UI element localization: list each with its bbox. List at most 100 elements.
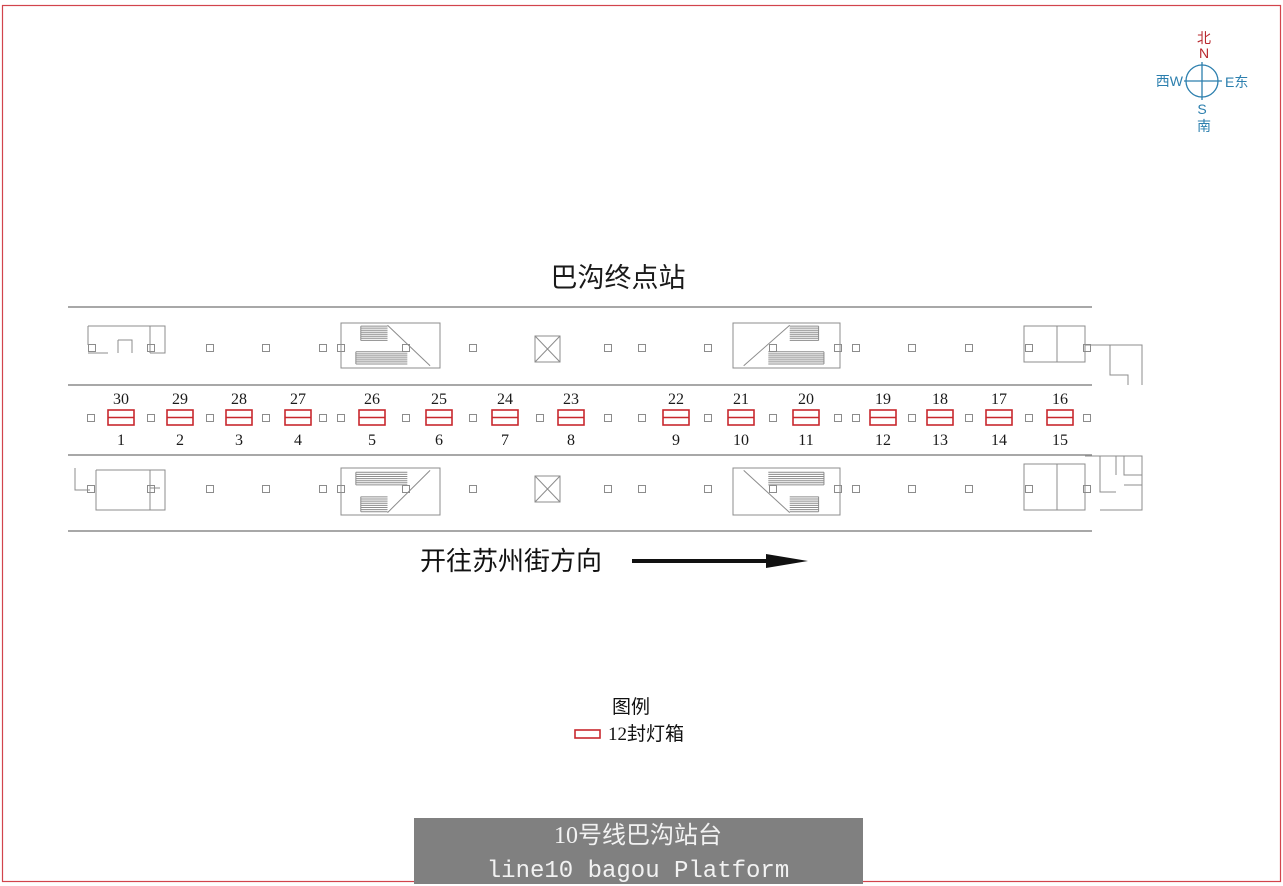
column-marker — [965, 344, 973, 352]
compass-south-cn: 南 — [1197, 118, 1211, 134]
column-marker — [536, 414, 544, 422]
lightbox-4: 274 — [284, 391, 312, 449]
arrow-right-icon — [632, 554, 808, 568]
column-marker — [147, 414, 155, 422]
legend: 图例 12封灯箱 — [574, 696, 684, 745]
shaft-south — [534, 475, 561, 503]
column-marker — [704, 485, 712, 493]
column-marker — [402, 414, 410, 422]
lightbox-top-number: 20 — [798, 391, 814, 408]
column-marker — [852, 414, 860, 422]
column-marker — [604, 414, 612, 422]
column-marker — [638, 414, 646, 422]
direction-label: 开往苏州街方向 — [420, 547, 602, 576]
structure-west-north — [87, 325, 166, 354]
column-marker — [704, 414, 712, 422]
column-marker — [908, 414, 916, 422]
column-marker — [469, 485, 477, 493]
lightbox-bottom-number: 1 — [117, 432, 125, 449]
column-marker — [469, 344, 477, 352]
column-marker — [704, 344, 712, 352]
column-marker — [319, 414, 327, 422]
column-marker — [402, 344, 410, 352]
escalator-north-east — [732, 322, 841, 369]
column-marker — [147, 344, 155, 352]
escalators — [340, 322, 841, 516]
lightbox-top-number: 18 — [932, 391, 948, 408]
compass-east: E东 — [1225, 74, 1248, 90]
column-marker — [769, 485, 777, 493]
lightboxes: 3012922832742652562472382292110201119121… — [107, 391, 1074, 449]
column-marker — [908, 485, 916, 493]
column-marker — [1025, 414, 1033, 422]
column-marker — [262, 414, 270, 422]
column-marker — [402, 485, 410, 493]
lightbox-bottom-number: 9 — [672, 432, 680, 449]
lightbox-bottom-number: 12 — [875, 432, 891, 449]
shaft-north — [534, 335, 561, 363]
structure-west-south — [74, 468, 166, 511]
lightbox-top-number: 16 — [1052, 391, 1068, 408]
compass-north: N — [1199, 45, 1209, 61]
column-marker — [638, 485, 646, 493]
column-marker — [834, 485, 842, 493]
lightbox-icon — [574, 729, 601, 739]
column-marker — [206, 485, 214, 493]
column-marker — [834, 344, 842, 352]
column-marker — [337, 344, 345, 352]
lightbox-5: 265 — [358, 391, 386, 449]
column-marker — [834, 414, 842, 422]
column-marker — [965, 485, 973, 493]
lightbox-bottom-number: 2 — [176, 432, 184, 449]
structure-east-south — [1023, 455, 1143, 511]
footer-title-en: line10 bagou Platform — [487, 858, 789, 885]
lightbox-3: 283 — [225, 391, 253, 449]
column-marker — [1083, 344, 1091, 352]
lightbox-top-number: 29 — [172, 391, 188, 408]
structure-east-north — [1023, 325, 1143, 385]
compass-west: 西W — [1156, 73, 1184, 89]
column-marker — [852, 485, 860, 493]
lightbox-bottom-number: 14 — [991, 432, 1007, 449]
lightbox-1: 30 1 — [107, 391, 135, 449]
column-marker — [638, 344, 646, 352]
column-marker — [769, 414, 777, 422]
platform-edges — [68, 306, 1092, 532]
lightbox-top-number: 17 — [991, 391, 1007, 408]
column-marker — [1025, 344, 1033, 352]
lightbox-bottom-number: 5 — [368, 432, 376, 449]
page-border — [1, 4, 1282, 883]
lightbox-bottom-number: 4 — [294, 432, 302, 449]
lightbox-top-number: 24 — [497, 391, 513, 408]
station-title: 巴沟终点站 — [551, 263, 686, 293]
column-marker — [262, 344, 270, 352]
lightbox-7: 247 — [491, 391, 519, 449]
column-marker — [87, 414, 95, 422]
footer-banner: 10号线巴沟站台 line10 bagou Platform — [414, 818, 863, 885]
escalator-south-west — [340, 467, 441, 516]
column-marker — [337, 485, 345, 493]
lightbox-bottom-number: 13 — [932, 432, 948, 449]
compass-south: S — [1197, 101, 1206, 117]
lightbox-bottom-number: 10 — [733, 432, 749, 449]
lightbox-bottom-number: 15 — [1052, 432, 1068, 449]
column-marker — [965, 414, 973, 422]
column-marker — [604, 485, 612, 493]
lightbox-bottom-number: 6 — [435, 432, 443, 449]
lightbox-top-number: 30 — [113, 391, 129, 408]
column-marker — [769, 344, 777, 352]
column-marker — [206, 414, 214, 422]
column-marker — [908, 344, 916, 352]
lightbox-top-number: 19 — [875, 391, 891, 408]
footer-background — [414, 818, 863, 884]
column-marker — [206, 344, 214, 352]
lightbox-top-number: 22 — [668, 391, 684, 408]
column-marker — [87, 485, 95, 493]
